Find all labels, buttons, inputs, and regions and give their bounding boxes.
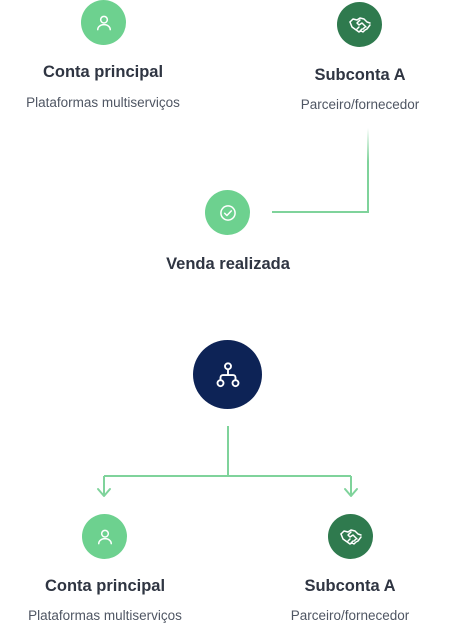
bottom-left-subtitle: Plataformas multiserviços [28,608,182,623]
connector-split-branches [103,426,352,496]
top-left-subtitle: Plataformas multiserviços [26,95,180,110]
sale-check-node [205,190,250,235]
user-icon [97,529,112,544]
top-right-title: Subconta A [314,66,406,84]
bottom-right-handshake-node [328,514,373,559]
top-left-title: Conta principal [42,63,164,81]
bottom-left-user-node [82,514,127,559]
connector-subconta-to-sale [272,128,369,213]
arrow-down-right-icon [344,488,358,497]
top-right-handshake-node [337,2,382,47]
arrow-down-left-icon [97,488,111,497]
user-icon [96,15,111,30]
split-node [193,340,262,409]
top-right-subtitle: Parceiro/fornecedor [300,97,420,112]
bottom-right-title: Subconta A [304,577,396,595]
bottom-left-title: Conta principal [44,577,166,595]
handshake-icon [348,16,371,33]
sale-title: Venda realizada [166,255,290,273]
handshake-icon [339,528,362,545]
bottom-right-subtitle: Parceiro/fornecedor [290,608,410,623]
split-hierarchy-icon [216,361,239,387]
check-circle-icon [219,204,236,221]
top-left-user-node [81,0,126,45]
